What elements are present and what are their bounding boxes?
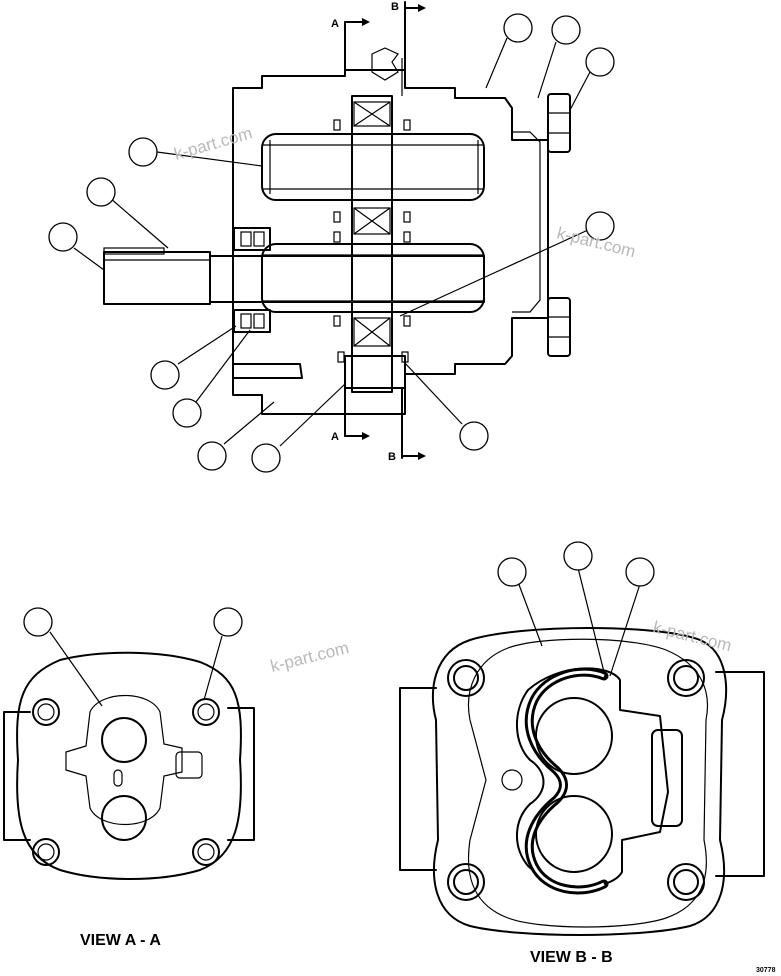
shaft-seal-upper [233,227,271,251]
callout-balloon [197,441,227,471]
section-mark-b-bottom: B [388,451,396,463]
pump-cross-section: A B A B [103,1,571,463]
gear-pocket-outline [65,694,183,826]
callout-balloon [172,398,202,428]
shaft-seal-lower [233,309,271,333]
callout-balloons-top [48,13,615,473]
view-a-title: VIEW A - A [80,932,161,949]
callout-balloon [497,557,527,587]
callout-balloon [251,443,281,473]
callout-balloon [563,541,593,571]
view-b-b: VIEW B - B [399,541,765,966]
bore-upper [101,717,147,763]
callout-balloon [551,15,581,45]
callout-balloon [585,211,615,241]
callout-balloon [150,360,180,390]
callout-balloon [459,421,489,451]
watermark: k-part.com [172,123,254,163]
leader-lines-top [73,37,591,447]
bolt-head-lower [547,297,571,357]
watermark: k-part.com [268,638,351,676]
seal-groove [515,667,669,888]
drain-passage [233,363,303,379]
callout-balloon [213,607,243,637]
callout-balloon [23,607,53,637]
callout-balloon [86,177,116,207]
section-line-a [344,18,370,440]
section-mark-a-top: A [331,18,339,30]
callout-balloon [128,137,158,167]
housing-inner [467,638,709,928]
callout-balloon [625,557,655,587]
drive-shaft [209,255,485,303]
seal-ring [524,667,609,895]
section-mark-b-top: B [391,1,399,13]
callout-balloon [585,47,615,77]
figure-id: 30778 [756,967,776,974]
spline-shaft-end [103,251,211,305]
housing-outer [431,627,728,936]
wear-plate [351,95,393,393]
view-a-a: VIEW A - A [3,607,255,949]
section-mark-a-bottom: A [331,431,339,443]
callout-balloon [503,13,533,43]
bolt-head-upper [547,93,571,153]
section-line-b [401,1,426,460]
gear-bore-upper [535,697,613,775]
idler-gear [261,133,485,201]
callout-balloon [48,222,78,252]
end-cover-body [16,651,242,880]
bore-lower [101,795,147,841]
view-b-title: VIEW B - B [530,949,613,966]
inlet-pocket [651,729,683,827]
port-block [344,355,406,415]
gear-bore-lower [535,795,613,873]
